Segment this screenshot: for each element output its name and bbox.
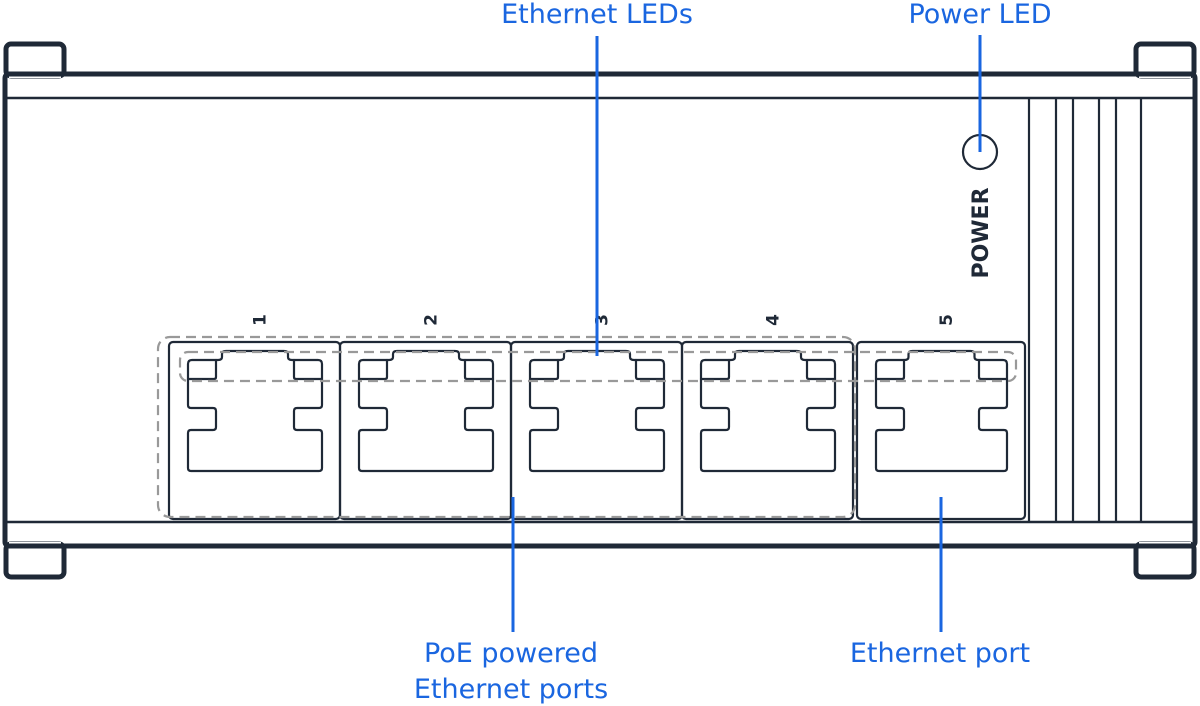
rj45-jack-icon [874,349,1009,473]
port-housing [680,340,855,521]
port-number-label: 4 [764,314,784,326]
port-led-right-icon [805,358,837,381]
port-number-label: 2 [422,314,442,326]
rj45-jack-icon [357,349,495,473]
port-led-left-icon [874,358,906,381]
ethernet-port-5: 5 [855,314,1027,521]
poe-ports-group-outline [156,335,857,519]
ethernet-leds-callout: Ethernet LEDs [501,0,693,30]
port-led-right-icon [634,358,666,381]
ethernet-port-callout: Ethernet port [850,638,1030,669]
rj45-jack-icon [699,349,837,473]
rj45-jack-icon [186,349,324,473]
ethernet-port-1: 1 [167,314,342,521]
power-led-callout: Power LED [908,0,1051,30]
port-led-right-icon [292,358,324,381]
port-number-label: 5 [937,314,957,326]
device-outline [2,71,1198,549]
port-led-left-icon [186,358,218,381]
port-led-right-icon [977,358,1009,381]
rj45-jack-icon [528,349,666,473]
device-feet [3,41,1197,580]
port-led-left-icon [528,358,560,381]
port-number-label: 1 [251,314,271,326]
poe-ports-callout-line1: PoE powered [424,638,598,669]
ethernet-port-2: 2 [338,314,513,521]
power-panel-label: POWER [969,187,994,278]
port-number-label: 3 [593,314,613,326]
port-led-left-icon [357,358,389,381]
poe-ports-callout-line2: Ethernet ports [414,674,608,705]
heatsink-fins [1027,98,1143,522]
ethernet-leds-group-outline [178,350,1018,383]
port-led-right-icon [463,358,495,381]
device-body [2,71,1198,549]
port-led-left-icon [699,358,731,381]
ethernet-port-4: 4 [680,314,855,521]
